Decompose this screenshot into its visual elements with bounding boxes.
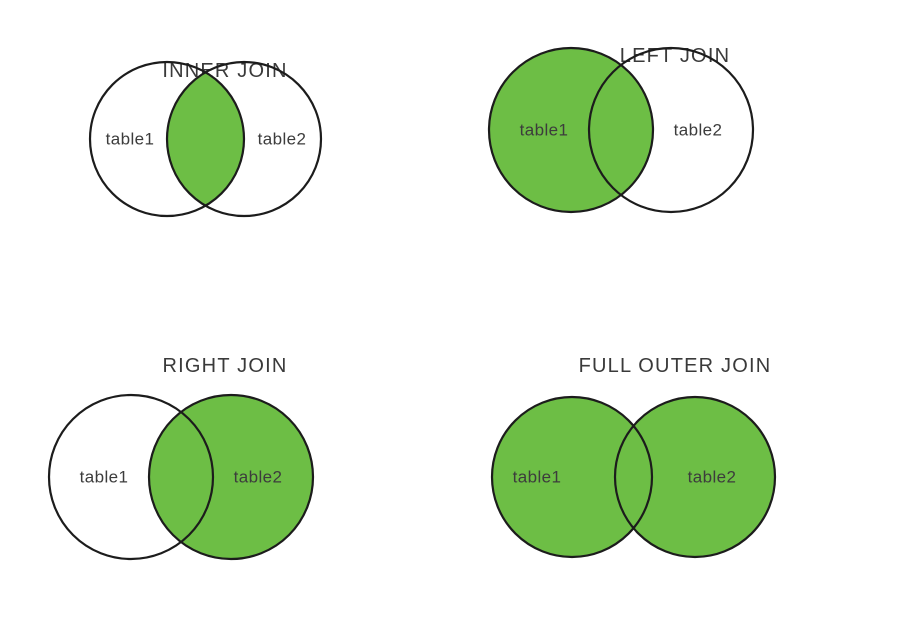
circle-table1-full-outer-join [490,395,654,559]
region-table2-right-join [149,395,313,559]
circle-table2-right-join [147,393,315,561]
circle-table2-inner-join [165,60,323,218]
circle-table2-full-outer-join [613,395,777,559]
circle-table1-inner-join [88,60,246,218]
venn-stage-left-join: table1 table2 [450,0,900,317]
venn-stage-full-outer-join: table1 table2 [450,317,900,634]
diagram-full-outer-join: FULL OUTER JOIN table1 table2 [450,317,900,634]
diagram-left-join: LEFT JOIN table1 table2 [450,0,900,317]
diagram-right-join: RIGHT JOIN table1 table2 [0,317,450,634]
circle-table1-right-join [47,393,215,561]
label-table1-full-outer-join: table1 [513,467,562,486]
label-table2-inner-join: table2 [258,129,307,148]
label-table1-right-join: table1 [80,467,129,486]
venn-stage-right-join: table1 table2 [0,317,450,634]
label-table2-left-join: table2 [674,120,723,139]
circle-table1-left-join [487,46,655,214]
label-table2-full-outer-join: table2 [688,467,737,486]
venn-stage-inner-join: table1 table2 [0,0,450,317]
circle-table2-left-join [587,46,755,214]
intersection-region-inner-join [167,62,244,216]
label-table1-left-join: table1 [520,120,569,139]
diagram-title-full-outer-join: FULL OUTER JOIN [578,355,772,377]
region-table1-full-outer-join [492,397,652,557]
diagram-title-right-join: RIGHT JOIN [162,355,288,377]
diagram-inner-join: INNER JOIN table1 table2 [0,0,450,317]
label-table2-right-join: table2 [234,467,283,486]
label-table1-inner-join: table1 [106,129,155,148]
region-table1-left-join [489,48,653,212]
region-table2-full-outer-join [615,397,775,557]
